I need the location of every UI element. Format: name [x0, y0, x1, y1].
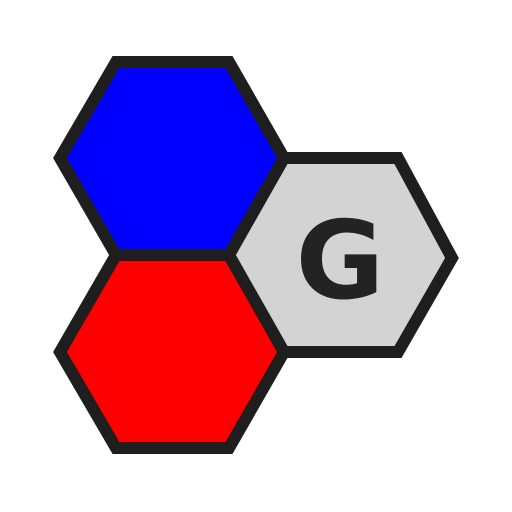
- logo-letter-g: G: [296, 199, 385, 324]
- gray-hexagon: [222, 152, 459, 358]
